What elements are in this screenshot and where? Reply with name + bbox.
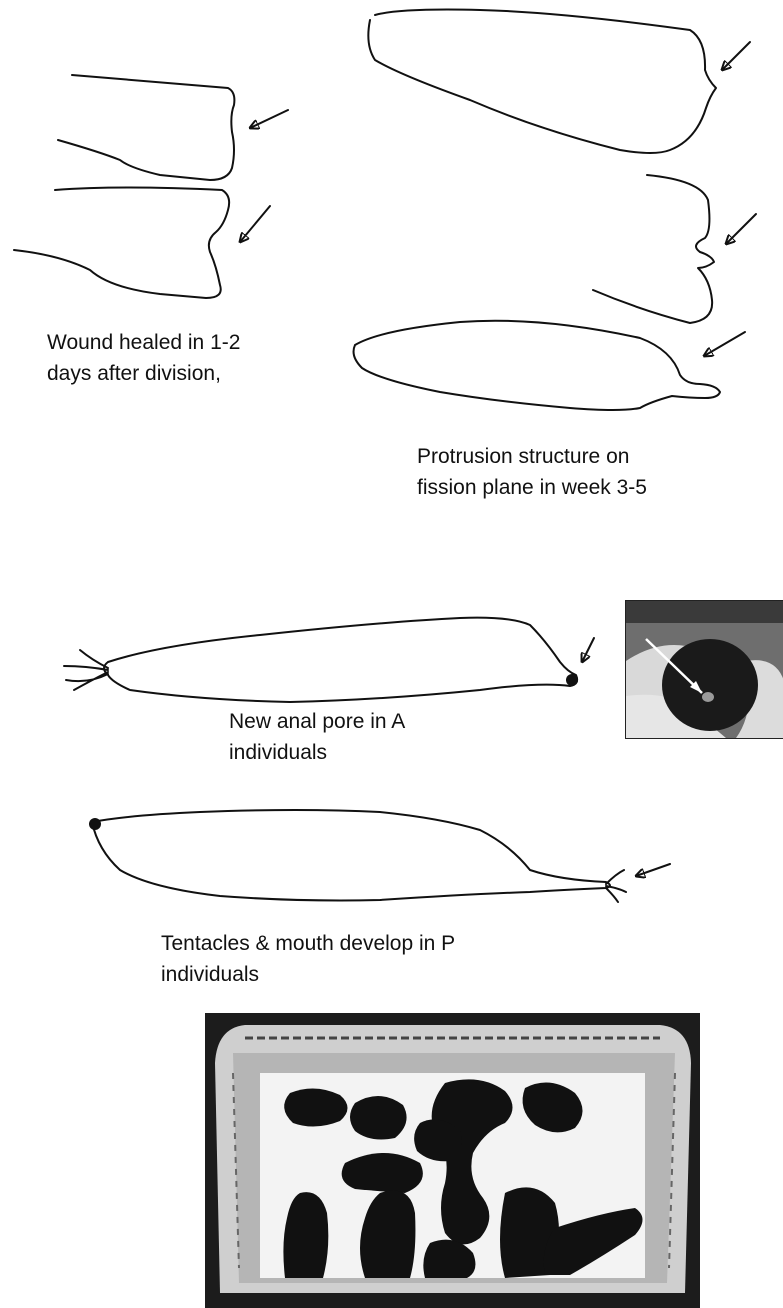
- protrusion-outline-1: [368, 10, 716, 153]
- arrow-icon: [240, 206, 270, 242]
- tentacles-caption: Tentacles & mouth develop in P individua…: [161, 928, 455, 990]
- protrusion-caption: Protrusion structure on fission plane in…: [417, 441, 647, 503]
- anal-pore-dot: [566, 674, 578, 686]
- arrow-icon: [722, 42, 750, 70]
- mouth-dot: [89, 818, 101, 830]
- healed-fragment-outline-2: [14, 188, 229, 299]
- arrow-icon: [250, 110, 288, 128]
- caption-line: fission plane in week 3-5: [417, 472, 647, 503]
- caption-line: individuals: [229, 737, 405, 768]
- caption-line: New anal pore in A: [229, 706, 405, 737]
- caption-line: individuals: [161, 959, 455, 990]
- photo-anal-pore: [625, 600, 783, 739]
- tentacles-left-a: [64, 650, 108, 690]
- wound-healed-caption: Wound healed in 1-2 days after division,: [47, 327, 240, 389]
- caption-line: Protrusion structure on: [417, 441, 647, 472]
- caption-line: Tentacles & mouth develop in P: [161, 928, 455, 959]
- arrow-icon: [726, 214, 756, 244]
- tentacles-right-p: [606, 870, 626, 902]
- photo-sea-cucumbers-in-basket: [205, 1013, 700, 1308]
- arrow-icon: [582, 638, 594, 662]
- healed-fragment-outline-1: [58, 75, 234, 180]
- tentacles-outline: [92, 810, 610, 901]
- anal-pore-caption: New anal pore in A individuals: [229, 706, 405, 768]
- arrow-icon: [704, 332, 745, 356]
- protrusion-outline-3: [354, 321, 720, 410]
- caption-line: days after division,: [47, 358, 240, 389]
- caption-line: Wound healed in 1-2: [47, 327, 240, 358]
- protrusion-outline-2: [593, 175, 714, 323]
- anal-pore-outline: [104, 618, 577, 702]
- arrow-icon: [636, 864, 670, 876]
